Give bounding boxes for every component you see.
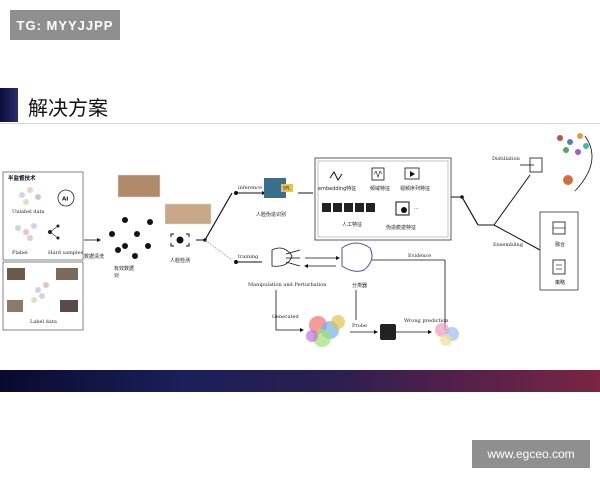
hard-samples-label: Hard samples [48, 250, 84, 256]
label-data-label: Label data [30, 319, 57, 325]
spl-tag-text: SPL [283, 186, 291, 191]
feature-box [314, 157, 452, 241]
kept-data-label-2: 对 [114, 272, 119, 279]
face-forgery-label: 人脸伪造识别 [256, 211, 286, 218]
kept-data-label: 有效数据 [114, 265, 134, 272]
fusion-label: 融合 [555, 241, 565, 248]
watermark: www.egceo.com [472, 440, 590, 468]
freq-feature-label: 频域特征 [370, 185, 390, 192]
training-label: training [238, 254, 259, 260]
manual-feature-icons [322, 203, 375, 212]
ellipsis-label: ··· [414, 206, 419, 212]
classifier-brain-icon [341, 242, 373, 272]
to-ensembling [493, 224, 541, 251]
user-network-icon [48, 224, 60, 240]
ensembling-label: Ensembling [493, 242, 524, 248]
slide-title: 解决方案 [28, 96, 108, 120]
semi-supervised-panel: 半监督技术 Unlabel data AI Plabel Hard sample… [2, 171, 84, 331]
forgery-trace-label: 伪造痕迹特征 [386, 224, 416, 231]
left-panel-title: 半监督技术 [8, 174, 36, 182]
to-distillation [493, 174, 531, 226]
distillation-cluster [557, 133, 589, 185]
film-icon [404, 167, 420, 180]
wrong-prediction-cloud [435, 323, 459, 346]
tg-badge: TG: MYYJJPP [10, 10, 120, 40]
face-photo-2 [164, 203, 212, 225]
unlabel-faces [15, 187, 41, 241]
face-scan-icon [170, 233, 190, 247]
generated-cloud [306, 315, 345, 347]
manip-perturb-label: Manipulation and Perturbation [248, 282, 327, 288]
wrong-prediction-label: Wrong prediction [404, 318, 449, 324]
distillation-label: Distillation [492, 156, 521, 162]
label-data-images [7, 268, 78, 312]
wave-icon [371, 167, 385, 181]
evidence-label: Evidence [408, 253, 431, 259]
seq-feature-label: 视频序列特征 [400, 185, 430, 192]
ensemble-box [539, 211, 579, 291]
right-switch-arm [461, 196, 479, 226]
forgery-trace-icon [395, 201, 410, 216]
unlabel-data-label: Unlabel data [12, 209, 45, 215]
face-detect-label: 人脸检测 [170, 257, 190, 264]
student-icon [563, 175, 573, 185]
ai-brain-icon [57, 189, 75, 207]
switch-arm [204, 192, 233, 241]
spl-tag [281, 184, 293, 192]
title-accent-bar [0, 88, 18, 122]
classifier-label: 分类器 [352, 282, 367, 289]
generated-label: Generated [272, 314, 299, 320]
inference-label: inference [238, 185, 262, 191]
manual-feature-label: 人工特征 [342, 221, 362, 228]
probe-label: Probe [352, 323, 367, 329]
embedding-feature-label: embedding特征 [318, 185, 356, 192]
chip-icon [380, 324, 396, 340]
ai-label: AI [62, 197, 68, 203]
strategy-label: 策略 [555, 279, 565, 286]
unlabel-box [2, 171, 84, 261]
embedding-icon [329, 171, 343, 181]
strategy-icon [552, 259, 566, 275]
kept-data-people-icon [109, 217, 153, 259]
bottom-gradient-band [0, 370, 600, 392]
solution-diagram: 半监督技术 Unlabel data AI Plabel Hard sample… [2, 133, 593, 347]
face-photo-1 [117, 174, 161, 198]
forgery-detect-icon [264, 178, 286, 198]
title-divider [0, 123, 600, 124]
data-cleaning-label: 数据清洗 [84, 253, 104, 260]
network-brain-icon [271, 247, 301, 267]
login-icon [520, 157, 543, 173]
fusion-icon [552, 221, 566, 235]
plabel-label: Plabel [12, 250, 28, 256]
